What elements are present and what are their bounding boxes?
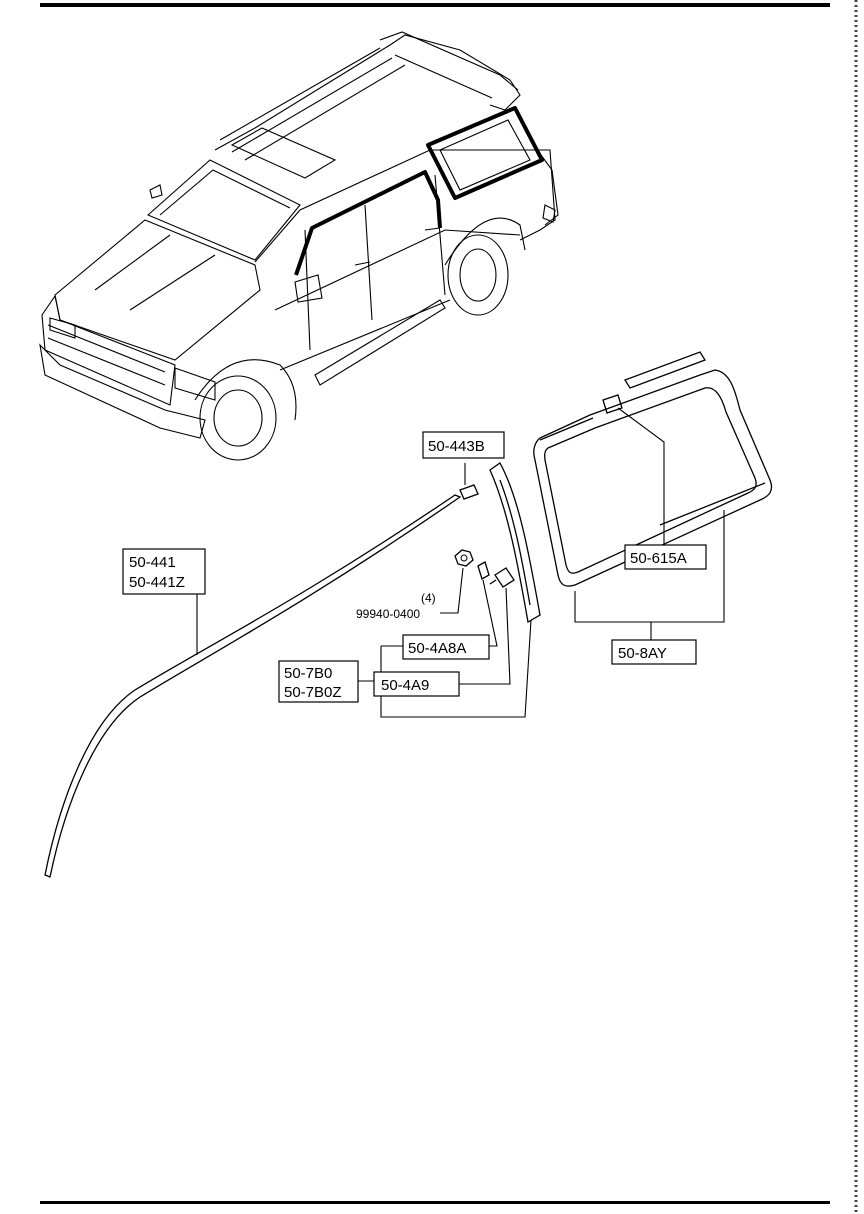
bottom-rule: [40, 1201, 830, 1204]
label-4a9: 50-4A9: [381, 677, 429, 694]
label-8ay: 50-8AY: [618, 645, 667, 662]
label-box-441: [122, 548, 206, 595]
quarter-window-seal-part: [533, 369, 773, 587]
label-7b0z: 50-7B0Z: [284, 684, 342, 701]
label-441: 50-441: [129, 554, 176, 571]
label-box-615a: [624, 544, 707, 570]
label-box-4a9: [373, 671, 460, 697]
label-box-8ay: [611, 639, 697, 665]
vehicle-illustration: [39, 31, 559, 461]
clip-443b-part: [459, 484, 479, 500]
label-443b: 50-443B: [428, 438, 485, 455]
clip-615a-part: [602, 394, 623, 414]
label-qty-4: (4): [421, 591, 436, 605]
drip-molding-part: [44, 494, 462, 878]
nut-part: [454, 549, 474, 567]
top-rule: [40, 3, 830, 7]
parts-group: [44, 351, 773, 878]
label-99940: 99940-0400: [356, 607, 420, 621]
label-box-443b: [422, 431, 505, 459]
label-4a8a: 50-4A8A: [408, 640, 466, 657]
fastener-4a9-part: [489, 567, 515, 588]
label-box-4a8a: [402, 634, 490, 660]
label-441z: 50-441Z: [129, 574, 185, 591]
pillar-garnish-part: [489, 462, 541, 624]
label-615a: 50-615A: [630, 550, 687, 567]
label-box-7b0: [278, 660, 359, 703]
clip-4a8a-part: [477, 561, 490, 580]
label-7b0: 50-7B0: [284, 665, 332, 682]
